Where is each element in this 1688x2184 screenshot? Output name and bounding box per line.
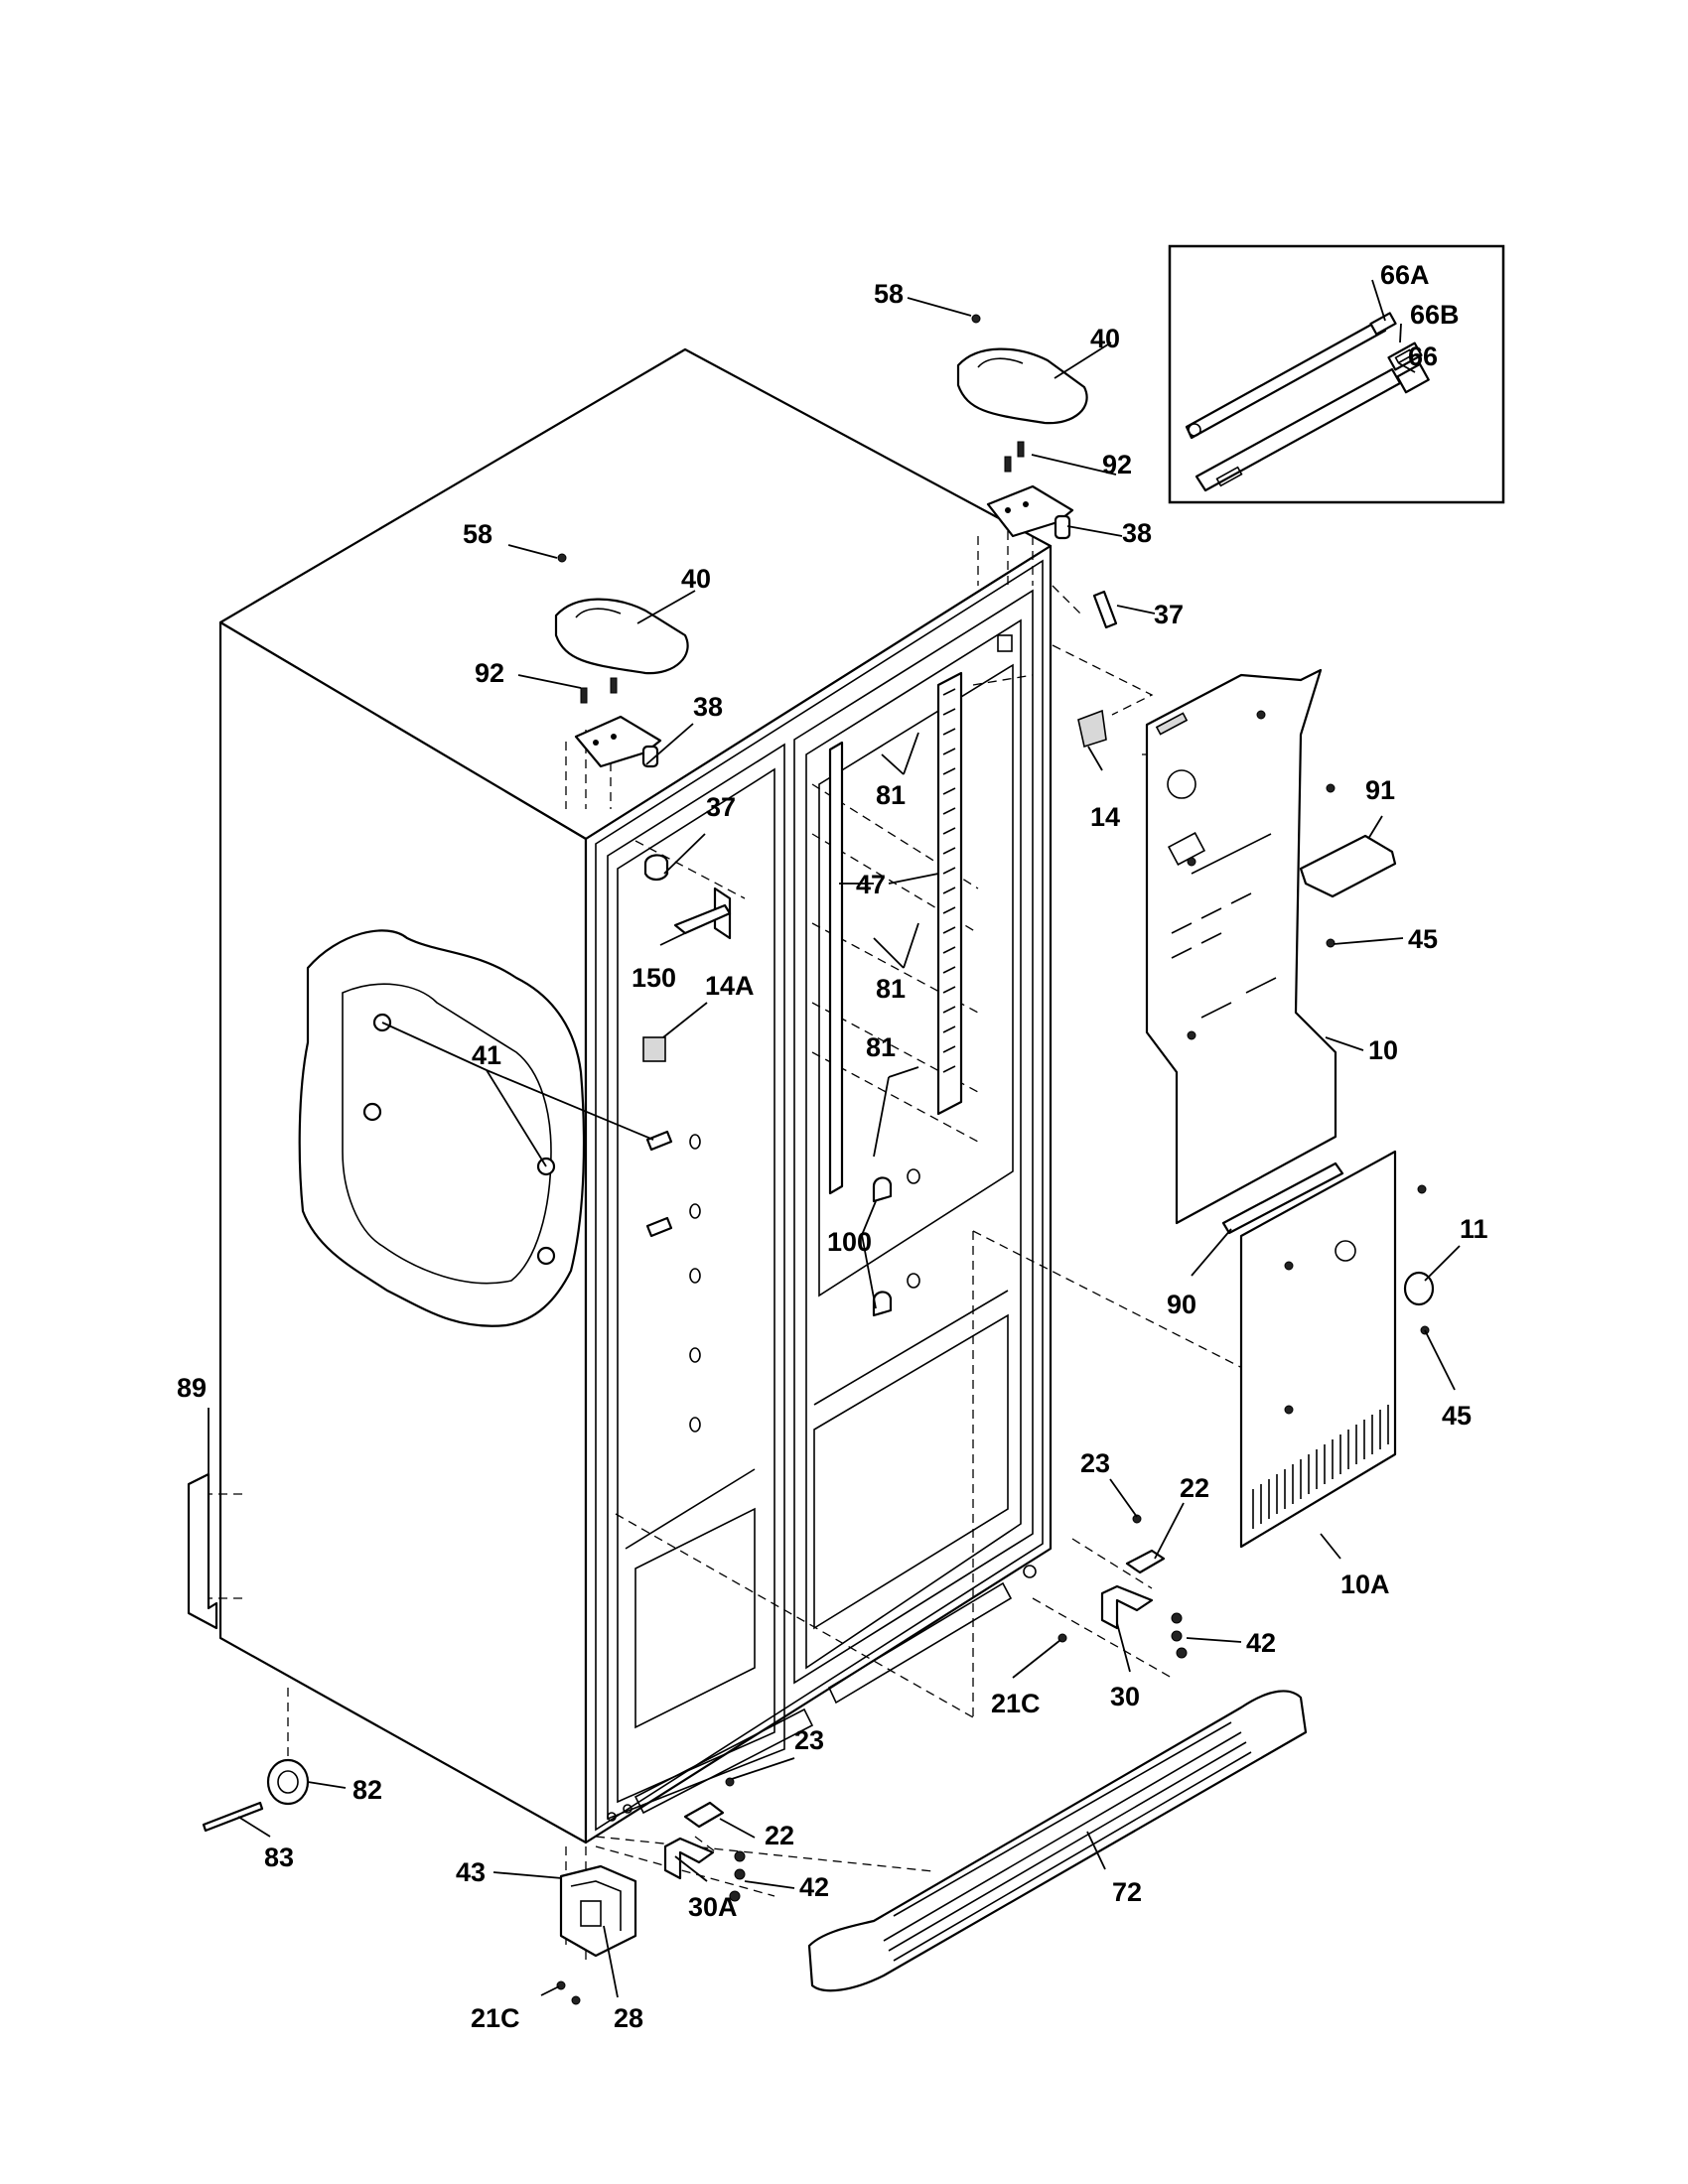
callout-10: 10 [1368,1035,1398,1065]
callout-30: 30 [1110,1682,1140,1711]
callout-23-left: 23 [794,1725,824,1755]
strip-90 [1221,1161,1344,1235]
strap-inset [1168,244,1505,504]
callout-37-right: 37 [1154,600,1184,629]
evaporator-cover-10 [1145,668,1337,1225]
callout-72: 72 [1112,1877,1142,1907]
switch-14A [642,1036,666,1062]
callout-66: 66 [1408,341,1438,371]
callout-100: 100 [827,1227,872,1257]
callout-21C-left: 21C [471,2003,520,2033]
callout-47: 47 [856,870,886,899]
callout-10A: 10A [1340,1570,1390,1599]
callout-81-middle: 81 [876,974,906,1004]
callout-14A: 14A [705,971,755,1001]
callout-38-right: 38 [1122,518,1152,548]
callout-41: 41 [472,1040,501,1070]
callout-42-left: 42 [799,1872,829,1902]
callout-23-right: 23 [1080,1448,1110,1478]
control-box-91 [1299,834,1397,898]
bottom-hinge-left [663,1777,746,1902]
callout-40-left: 40 [681,564,711,594]
callout-45-lower: 45 [1442,1401,1472,1431]
callout-14: 14 [1090,802,1120,832]
callout-43: 43 [456,1857,486,1887]
screws-45 [1187,710,1430,1415]
callout-28: 28 [614,2003,643,2033]
switch-14 [1077,709,1107,749]
hinge-cover-left [554,598,689,675]
callout-37-left: 37 [706,792,736,822]
top-hinge-right [986,484,1074,540]
callout-66A: 66A [1380,260,1430,290]
callout-91: 91 [1365,775,1395,805]
callout-38-left: 38 [693,692,723,722]
callout-11: 11 [1460,1214,1488,1244]
callout-83: 83 [264,1843,294,1872]
callout-58-right: 58 [874,279,904,309]
callout-40-right: 40 [1090,324,1120,353]
bracket-150 [673,887,732,940]
screws-top [557,314,1025,704]
callout-150: 150 [632,963,676,993]
roller-82 [266,1758,310,1806]
bottom-hinge-right [1057,1514,1188,1659]
side-panel-cutout [298,929,586,1327]
callout-81-bottom: 81 [866,1032,896,1062]
top-hinge-left [574,715,662,768]
leader-lines [208,279,1461,1998]
callout-58-left: 58 [463,519,492,549]
callout-81-top: 81 [876,780,906,810]
callout-45-upper: 45 [1408,924,1438,954]
clips-100 [872,1176,893,1317]
callout-42-right: 42 [1246,1628,1276,1658]
callout-30A: 30A [688,1892,738,1922]
callout-22-right: 22 [1180,1473,1209,1503]
toe-grille-72 [807,1690,1308,1992]
callout-90: 90 [1167,1290,1196,1319]
callout-92-left: 92 [475,658,504,688]
callout-89: 89 [177,1373,207,1403]
hinge-cover-right [956,347,1088,425]
pin-83 [202,1801,264,1833]
callout-66B: 66B [1410,300,1460,330]
back-panel-10A [1239,1150,1397,1549]
callout-92-right: 92 [1102,450,1132,479]
callout-21C-right: 21C [991,1689,1041,1718]
callout-82: 82 [352,1775,382,1805]
plug-37-left [643,854,669,882]
bracket-89 [187,1472,218,1630]
rails-47 [828,671,963,1195]
plug-37-right [1092,590,1118,629]
screws-41 [645,1130,673,1238]
callout-labels: 58 40 92 38 37 58 40 92 38 37 81 47 81 8… [177,260,1488,2033]
callout-22-left: 22 [765,1821,794,1850]
roller-bracket-43 [556,1864,637,2005]
